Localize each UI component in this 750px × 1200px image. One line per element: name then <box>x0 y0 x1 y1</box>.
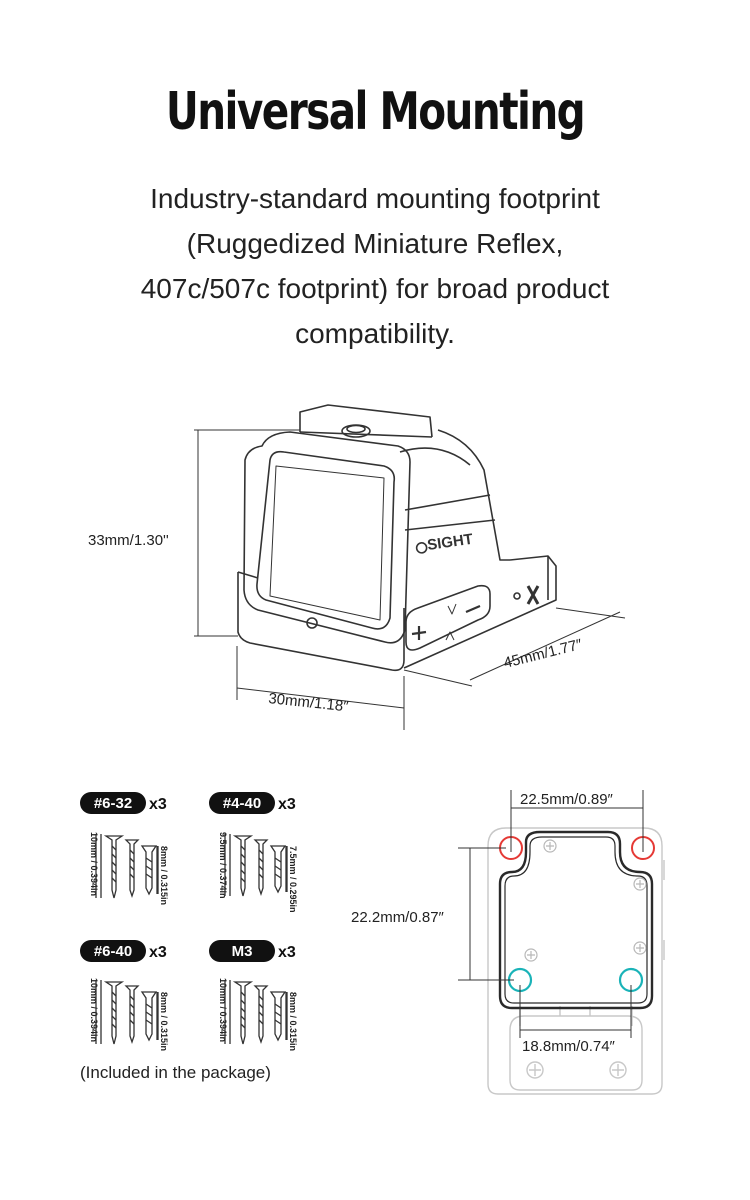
screw-kit-qty: x3 <box>278 944 296 961</box>
height-label: 22.2mm/0.87″ <box>351 909 445 926</box>
sight-brand-mark: SIGHT <box>426 531 474 554</box>
screw-kit-m3: M3 x3 10mm / 0.394in 8mm / 0.315in <box>209 940 298 1051</box>
bottom-width-label: 18.8mm/0.74″ <box>522 1038 616 1055</box>
screw-kit-name: M3 <box>232 943 253 960</box>
screw-short-label: 7.5mm / 0.295in <box>288 846 298 913</box>
length-dimension-label: 45mm/1.77″ <box>502 636 585 672</box>
screw-kit-name: #6-32 <box>94 795 132 812</box>
screw-kit-name: #4-40 <box>223 795 261 812</box>
top-width-label: 22.5mm/0.89″ <box>520 791 614 808</box>
screw-kit-qty: x3 <box>149 796 167 813</box>
screw-kit-name: #6-40 <box>94 943 132 960</box>
description-line: 407c/507c footprint) for broad product <box>140 273 610 304</box>
page-description: Industry-standard mounting footprint (Ru… <box>60 176 690 356</box>
description-line: (Ruggedized Miniature Reflex, <box>186 228 564 259</box>
footprint-diagram: 22.5mm/0.89″ 22.2mm/0.87″ 18.8mm/0.74″ <box>351 790 665 1095</box>
screw-long-label: 10mm / 0.394in <box>89 832 99 896</box>
screw-short-label: 8mm / 0.315in <box>288 992 298 1051</box>
description-line: Industry-standard mounting footprint <box>150 183 600 214</box>
screw-long-label: 10mm / 0.394in <box>218 978 228 1042</box>
screw-kit-4-40: #4-40 x3 9.5mm / 0.374in 7.5mm / 0.295in <box>209 792 298 913</box>
screw-kit-qty: x3 <box>149 944 167 961</box>
screw-kit-qty: x3 <box>278 796 296 813</box>
screw-kit-6-40: #6-40 x3 10mm / 0.394in 8mm / 0.315in <box>80 940 169 1051</box>
screw-short-label: 8mm / 0.315in <box>159 846 169 905</box>
screw-kits: #6-32 x3 10mm / 0.394in 8mm / 0.315in #4… <box>80 792 298 1051</box>
screw-long-label: 10mm / 0.394in <box>89 978 99 1042</box>
height-dimension-label: 33mm/1.30'' <box>88 532 169 549</box>
description-line: compatibility. <box>295 318 455 349</box>
sight-dimension-drawing: SIGHT 33mm/1.30'' 30mm/1.18″ 45mm/1.77″ <box>88 404 626 730</box>
screw-kit-6-32: #6-32 x3 10mm / 0.394in 8mm / 0.315in <box>80 792 169 905</box>
width-dimension-label: 30mm/1.18″ <box>268 690 350 715</box>
page-title: Universal Mounting <box>165 82 586 142</box>
package-note: (Included in the package) <box>80 1063 271 1082</box>
screw-long-label: 9.5mm / 0.374in <box>218 832 228 899</box>
screw-short-label: 8mm / 0.315in <box>159 992 169 1051</box>
